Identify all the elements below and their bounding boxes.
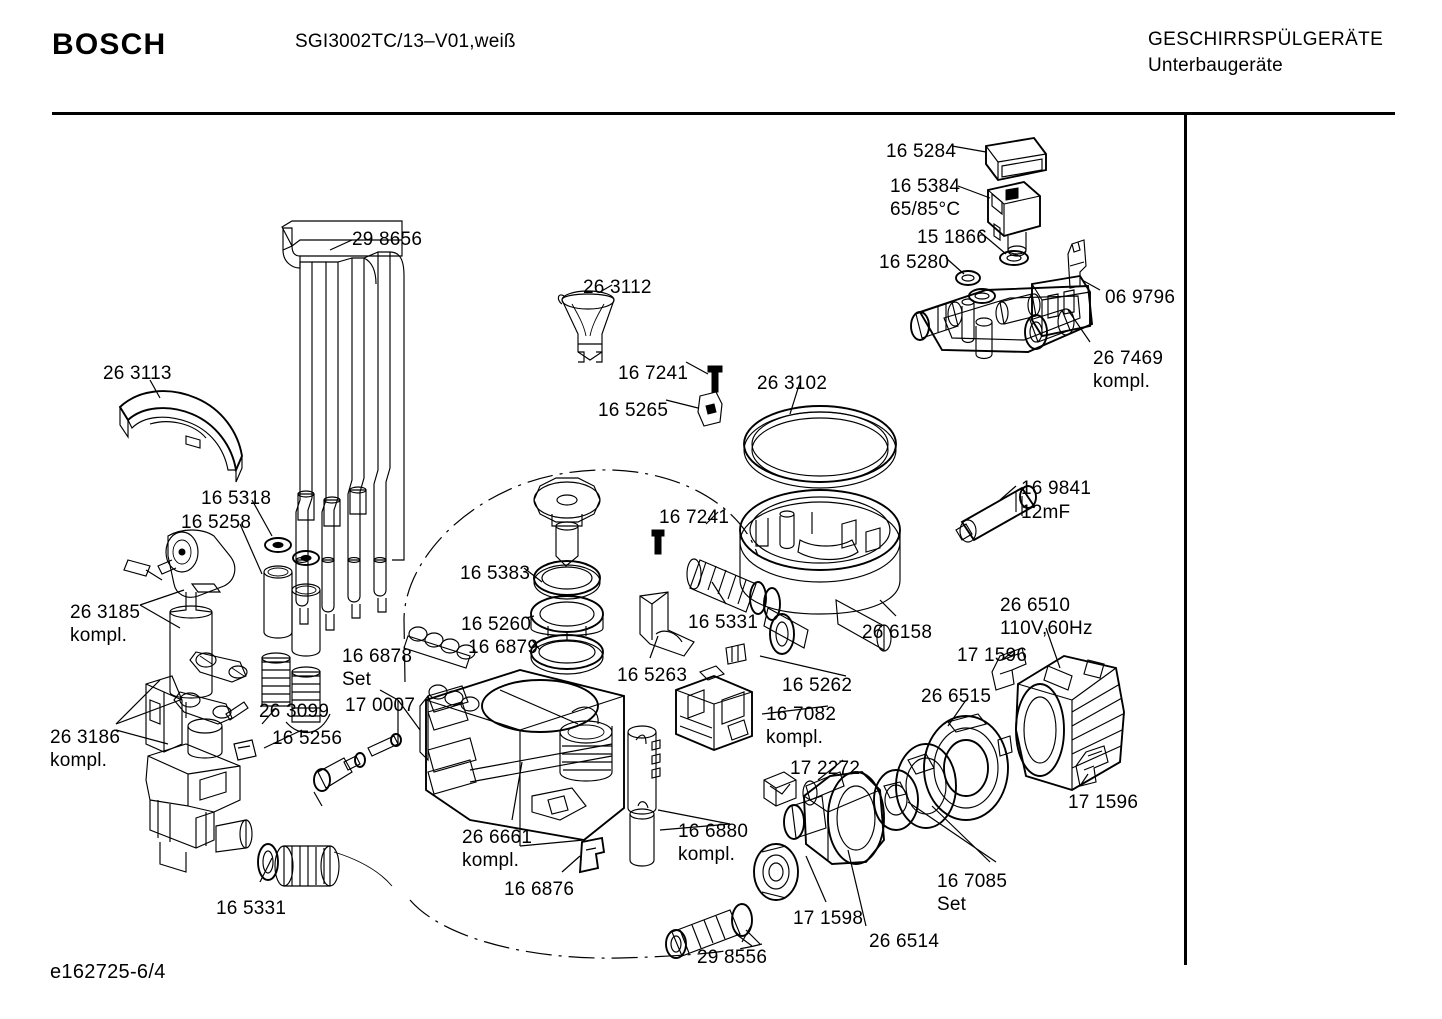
part-16-5263-baffle	[639, 591, 695, 657]
part-label-16-6878b: Set	[342, 669, 372, 690]
part-label-26-6158: 26 6158	[862, 622, 933, 643]
part-16-5284-cap	[985, 136, 1047, 182]
part-16-5280-orings	[955, 270, 996, 304]
part-label-16-7241a: 16 7241	[618, 363, 689, 384]
part-label-26-6661: 26 6661	[462, 827, 533, 848]
part-label-16-5284: 16 5284	[886, 141, 957, 162]
part-16-5258-sleeves	[263, 565, 321, 657]
part-label-26-3112: 26 3112	[583, 277, 652, 298]
part-label-16-7082: 16 7082	[766, 704, 837, 725]
part-label-17-1598: 17 1598	[793, 908, 864, 929]
part-label-16-5265: 16 5265	[598, 400, 669, 421]
part-26-3112-funnel	[557, 290, 615, 363]
part-label-16-5331a: 16 5331	[216, 898, 287, 919]
part-label-17-0007: 17 0007	[345, 695, 416, 716]
part-label-16-5384: 16 5384	[890, 176, 961, 197]
part-17-1596-clip-b	[1075, 745, 1109, 787]
page-header: BOSCH SGI3002TC/13–V01,weiß GESCHIRRSPÜL…	[0, 0, 1442, 113]
part-26-3186-assembly	[145, 651, 257, 873]
part-label-26-6661b: kompl.	[462, 850, 520, 871]
part-label-17-1596b: 17 1596	[1068, 792, 1139, 813]
part-16-5262-clip	[725, 643, 747, 665]
part-label-16-5260: 16 5260	[461, 614, 532, 635]
part-26-6510-motor	[1015, 654, 1125, 792]
part-label-16-7085b: Set	[937, 894, 967, 915]
part-26-6514-pump	[783, 770, 885, 865]
part-16-6879-gasket	[530, 634, 604, 675]
part-label-16-5263: 16 5263	[617, 665, 688, 686]
part-label-16-5280: 16 5280	[879, 252, 950, 273]
part-label-26-3186b: kompl.	[50, 750, 108, 771]
part-26-6515-pump-cover	[923, 713, 1013, 821]
part-label-29-8556: 29 8556	[697, 947, 768, 968]
part-16-7241-screw-upper	[707, 365, 723, 393]
part-16-7241-screw-center	[651, 529, 665, 555]
part-label-16-5262: 16 5262	[782, 675, 853, 696]
part-label-16-7085: 16 7085	[937, 871, 1008, 892]
drawing-number: e162725-6/4	[50, 961, 166, 983]
part-15-1866-oring	[999, 250, 1029, 266]
part-26-3102-ring	[743, 405, 897, 489]
part-label-26-3113: 26 3113	[103, 363, 172, 384]
part-label-16-5331b: 16 5331	[688, 612, 759, 633]
part-label-26-6510b: 110V,60Hz	[1000, 618, 1093, 639]
part-label-26-7469b: kompl.	[1093, 371, 1151, 392]
frame-vertical-rule	[1184, 114, 1187, 965]
part-label-26-3186: 26 3186	[50, 727, 121, 748]
part-17-1598-seal	[753, 843, 799, 901]
part-label-16-6880b: kompl.	[678, 844, 736, 865]
part-label-17-2272: 17 2272	[790, 758, 861, 779]
part-16-5318-seals	[264, 537, 320, 566]
category-title: GESCHIRRSPÜLGERÄTE	[1148, 29, 1384, 50]
part-label-16-5258: 16 5258	[181, 512, 252, 533]
part-16-5331-hose-left	[257, 843, 393, 887]
model-number: SGI3002TC/13–V01,weiß	[295, 31, 516, 52]
part-16-5384-thermostat	[987, 180, 1041, 257]
part-label-16-5318: 16 5318	[201, 488, 272, 509]
part-16-5265-clip	[697, 391, 723, 427]
part-label-26-7469: 26 7469	[1093, 348, 1164, 369]
part-label-06-9796: 06 9796	[1105, 287, 1176, 308]
category-subtitle: Unterbaugeräte	[1148, 55, 1283, 76]
part-label-16-9841: 16 9841	[1021, 478, 1092, 499]
part-label-16-6879: 16 6879	[468, 637, 539, 658]
part-label-16-5383: 16 5383	[460, 563, 531, 584]
part-label-26-6510: 26 6510	[1000, 595, 1071, 616]
frame-top-rule	[52, 112, 1395, 115]
part-label-16-5384b: 65/85°C	[890, 199, 961, 220]
part-label-16-6878: 16 6878	[342, 646, 413, 667]
part-label-26-3099: 26 3099	[259, 701, 330, 722]
part-16-7085-set	[873, 743, 957, 831]
part-16-7082-pressure-switch	[675, 665, 753, 752]
part-16-5383-nut	[533, 477, 601, 600]
leader-lines	[115, 145, 1101, 943]
part-label-16-6876: 16 6876	[504, 879, 575, 900]
part-29-8656-heater	[281, 220, 405, 631]
part-16-6880-filter	[627, 725, 661, 867]
part-label-15-1866: 15 1866	[917, 227, 988, 248]
part-label-16-7082b: kompl.	[766, 727, 824, 748]
part-26-3185-dispenser	[123, 529, 236, 718]
part-label-16-5256: 16 5256	[272, 728, 343, 749]
part-label-29-8656: 29 8656	[352, 229, 423, 250]
part-26-6661-housing	[419, 669, 625, 847]
part-label-26-3185b: kompl.	[70, 625, 128, 646]
part-label-26-3185: 26 3185	[70, 602, 141, 623]
part-06-9796-terminal	[1067, 239, 1087, 289]
part-label-26-3102: 26 3102	[757, 373, 828, 394]
part-label-16-9841b: 12mF	[1021, 502, 1071, 523]
part-label-16-6880: 16 6880	[678, 821, 749, 842]
bosch-logo: BOSCH	[52, 28, 167, 61]
part-16-5260-ring	[530, 595, 604, 640]
part-label-16-7241b: 16 7241	[659, 507, 730, 528]
part-26-7469-water-switch	[910, 274, 1094, 360]
part-26-3113-cover	[118, 390, 243, 483]
part-label-26-6514: 26 6514	[869, 931, 940, 952]
part-label-26-6515: 26 6515	[921, 686, 992, 707]
part-label-17-1596a: 17 1596	[957, 645, 1028, 666]
part-16-6876-clip	[578, 836, 606, 874]
